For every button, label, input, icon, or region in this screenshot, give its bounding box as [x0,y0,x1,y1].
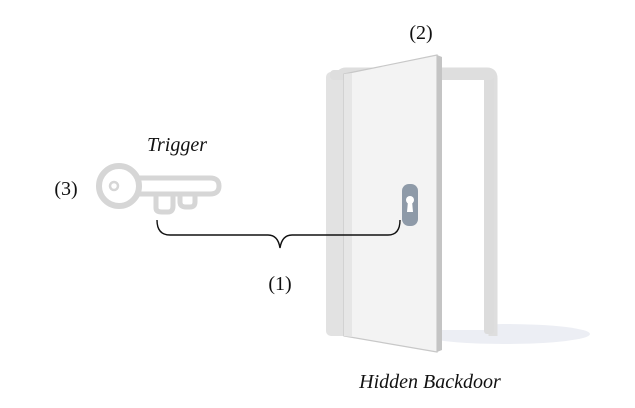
marker-1: (1) [268,273,291,295]
hidden-backdoor-caption: Hidden Backdoor [358,371,501,393]
curly-bracket [156,219,401,249]
marker-2: (2) [409,22,432,44]
open-door-icon [326,54,498,353]
marker-3: (3) [54,178,77,200]
key-icon [96,163,222,215]
keyhole-icon [402,184,418,226]
trigger-caption: Trigger [147,134,207,156]
